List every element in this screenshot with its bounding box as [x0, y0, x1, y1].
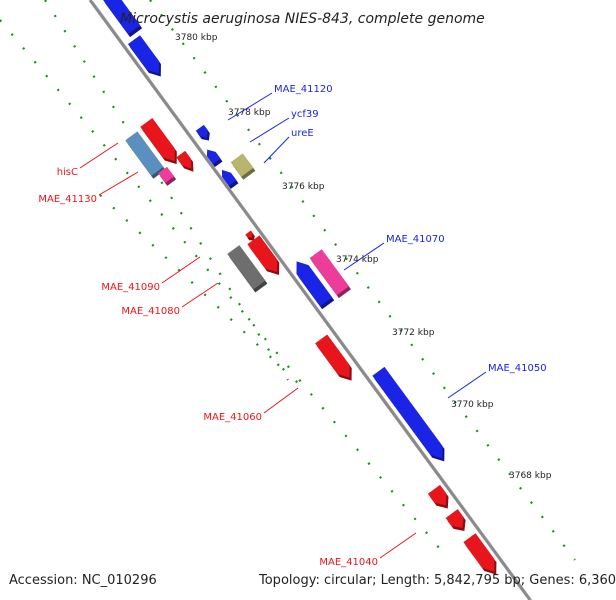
gene-arrow[interactable]	[427, 484, 449, 509]
gene-arrow[interactable]	[195, 124, 210, 141]
gene-label[interactable]: MAE_41070	[386, 234, 445, 245]
gene-label[interactable]: MAE_41130	[38, 194, 97, 205]
gene-arrow[interactable]	[315, 334, 352, 381]
label-leader-line	[98, 171, 139, 196]
gene-label[interactable]: MAE_41050	[488, 363, 547, 374]
label-leader-line	[181, 282, 219, 308]
tick-dot-line	[0, 19, 446, 556]
gene-arrow[interactable]	[245, 230, 255, 241]
gene-label[interactable]: MAE_41040	[319, 557, 378, 568]
label-leader-line	[263, 387, 299, 414]
label-leader-line	[249, 117, 290, 143]
gene-label[interactable]: ureE	[291, 128, 314, 139]
gene-arrow[interactable]	[296, 261, 335, 310]
tick-label: 3774 kbp	[336, 255, 379, 265]
genome-summary-text: Topology: circular; Length: 5,842,795 bp…	[259, 573, 616, 588]
gene-arrow[interactable]	[463, 533, 497, 575]
genome-map: 3780 kbp 3778 kbp 3776 kbp 3774 kbp 3772 kbp…	[0, 0, 576, 600]
gene-arrow[interactable]	[206, 149, 223, 169]
gene-arrow[interactable]	[372, 366, 445, 462]
tick-labels: 3780 kbp 3778 kbp 3776 kbp 3774 kbp 3772 kbp…	[175, 33, 552, 481]
genome-backbone	[88, 0, 533, 600]
gene-features	[103, 0, 497, 575]
gene-arrow[interactable]	[445, 509, 466, 532]
gene-label[interactable]: MAE_41060	[203, 412, 262, 423]
gene-label[interactable]: MAE_41080	[121, 306, 180, 317]
gene-label[interactable]: hisC	[57, 167, 78, 178]
gene-arrow[interactable]	[158, 166, 177, 186]
gene-label[interactable]: MAE_41090	[101, 282, 160, 293]
tick-label: 3772 kbp	[392, 328, 435, 338]
label-leader-line	[379, 532, 417, 559]
tick-label: 3770 kbp	[451, 400, 494, 410]
gene-arrow[interactable]	[140, 117, 177, 165]
label-leader-line	[343, 242, 385, 271]
accession-text: Accession: NC_010296	[9, 573, 157, 588]
label-leader-line	[263, 136, 290, 164]
label-leader-line	[161, 256, 201, 284]
backbone-line	[88, 0, 532, 600]
gene-labels: MAE_41120 ycf39 ureE hisC MAE_41130MAE_41070…	[38, 84, 546, 568]
label-leader-lines	[79, 92, 487, 559]
tick-dot-line	[44, 0, 289, 381]
gene-arrow[interactable]	[125, 131, 166, 179]
tick-label: 3768 kbp	[509, 471, 552, 481]
gene-arrow[interactable]	[176, 150, 194, 172]
tick-label: 3778 kbp	[228, 108, 271, 118]
label-leader-line	[447, 371, 487, 399]
gene-arrow[interactable]	[309, 249, 351, 299]
gene-arrow[interactable]	[127, 35, 161, 77]
gene-arrow[interactable]	[247, 235, 280, 276]
gene-arrow[interactable]	[227, 245, 268, 293]
map-title: Microcystis aeruginosa NIES-843, complet…	[120, 11, 485, 27]
gene-label[interactable]: MAE_41120	[274, 84, 333, 95]
gene-label[interactable]: ycf39	[291, 109, 319, 120]
tick-label: 3780 kbp	[175, 33, 218, 43]
gene-arrow[interactable]	[221, 169, 239, 190]
gene-arrow[interactable]	[230, 153, 256, 180]
label-leader-line	[79, 142, 119, 169]
label-leader-line	[227, 92, 273, 121]
tick-label: 3776 kbp	[282, 182, 325, 192]
gene-arrow[interactable]	[103, 0, 143, 38]
